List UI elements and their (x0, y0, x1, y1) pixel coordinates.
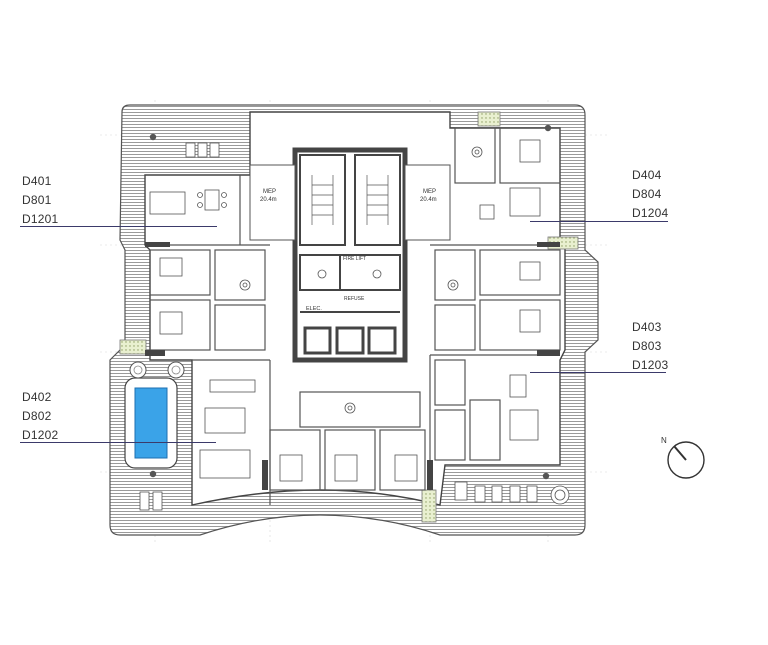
interior-walls (145, 127, 561, 505)
unit-nw-line2: D801 (22, 193, 52, 207)
mep-left-label: MEP (263, 189, 276, 195)
unit-e-line2: D803 (632, 339, 662, 353)
mep-left-area: 20.4m (260, 197, 277, 203)
unit-nw-line1: D401 (22, 174, 52, 188)
north-compass-icon: N (661, 436, 705, 479)
unit-ne-line2: D804 (632, 187, 662, 201)
building-core: FIRE LIFT ELEC. REFUSE (292, 147, 408, 363)
fire-lift-label: FIRE LIFT (343, 256, 366, 262)
columns (149, 124, 552, 480)
terrace-furniture (185, 142, 570, 505)
mep-right-area: 20.4m (420, 197, 437, 203)
pool-area (124, 361, 185, 511)
unit-sw-line2: D802 (22, 409, 52, 423)
mep-right-label: MEP (423, 189, 436, 195)
unit-ne-line3: D1204 (632, 206, 669, 220)
bathroom-fixtures (239, 146, 483, 414)
compass-north-label: N (661, 436, 667, 445)
furniture (149, 139, 541, 482)
unit-e-leader (530, 372, 666, 373)
unit-nw-line3: D1201 (22, 212, 59, 226)
unit-ne-leader (530, 221, 668, 222)
elec-label: ELEC. (306, 306, 322, 312)
unit-sw-line3: D1202 (22, 428, 59, 442)
structural-walls (145, 242, 560, 490)
swimming-pool (134, 387, 168, 459)
unit-nw-leader (20, 226, 217, 227)
unit-e-line3: D1203 (632, 358, 669, 372)
mep-rooms: MEP 20.4m MEP 20.4m (249, 164, 451, 241)
unit-ne-line1: D404 (632, 168, 662, 182)
unit-sw-leader (20, 442, 216, 443)
unit-sw-line1: D402 (22, 390, 52, 404)
refuse-label: REFUSE (344, 296, 365, 302)
unit-e-line1: D403 (632, 320, 662, 334)
